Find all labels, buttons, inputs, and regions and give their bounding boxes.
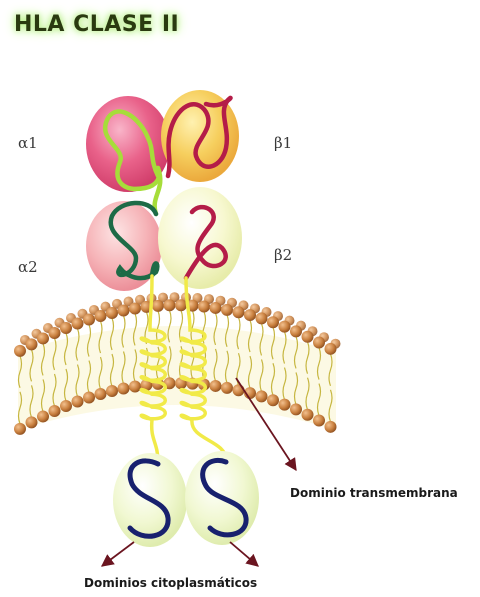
lipid-head xyxy=(95,310,107,322)
lipid-head xyxy=(210,380,222,392)
lipid-head xyxy=(14,345,26,357)
lipid-head xyxy=(60,400,72,412)
lipid-head xyxy=(221,382,233,394)
lipid-head xyxy=(313,337,325,349)
lipid-head xyxy=(26,338,38,350)
lipid-head xyxy=(256,312,268,324)
transmembrane-label: Dominio transmembrana xyxy=(290,486,458,500)
lipid-head xyxy=(14,423,26,435)
lipid-head xyxy=(60,322,72,334)
lipid-head xyxy=(152,300,164,312)
lipid-head xyxy=(267,316,279,328)
lipid-head xyxy=(37,332,49,344)
lipid-head xyxy=(325,421,337,433)
lipid-head xyxy=(233,384,245,396)
lipid-head xyxy=(95,388,107,400)
lipid-head xyxy=(49,327,61,339)
lipid-head xyxy=(313,415,325,427)
cytoplasmic-arrow-left xyxy=(102,542,134,566)
cytoplasmic-label: Dominios citoplasmáticos xyxy=(84,576,257,590)
lipid-bilayer xyxy=(14,292,341,435)
lipid-head xyxy=(325,343,337,355)
cytoplasmic-arrow-right xyxy=(230,542,258,566)
lipid-head xyxy=(72,318,84,330)
lipid-head xyxy=(37,410,49,422)
lipid-head xyxy=(164,299,176,311)
lipid-head xyxy=(290,325,302,337)
lipid-head xyxy=(198,301,210,313)
lipid-head xyxy=(233,306,245,318)
lipid-head xyxy=(106,307,118,319)
lipid-head xyxy=(244,309,256,321)
lipid-head xyxy=(106,385,118,397)
lipid-head xyxy=(118,382,130,394)
lipid-head xyxy=(118,304,130,316)
lipid-head xyxy=(175,299,187,311)
lipid-head xyxy=(279,399,291,411)
lipid-head xyxy=(129,302,141,314)
lipid-head xyxy=(267,394,279,406)
lipid-head xyxy=(279,321,291,333)
lipid-head xyxy=(290,403,302,415)
lipid-head xyxy=(49,405,61,417)
lipid-head xyxy=(83,314,95,326)
lipid-head xyxy=(302,409,314,421)
lipid-head xyxy=(210,302,222,314)
lipid-head xyxy=(83,392,95,404)
lipid-head xyxy=(256,390,268,402)
lipid-head xyxy=(221,304,233,316)
lipid-head xyxy=(26,416,38,428)
lipid-head xyxy=(129,380,141,392)
lipid-head xyxy=(72,396,84,408)
lipid-head xyxy=(302,331,314,343)
